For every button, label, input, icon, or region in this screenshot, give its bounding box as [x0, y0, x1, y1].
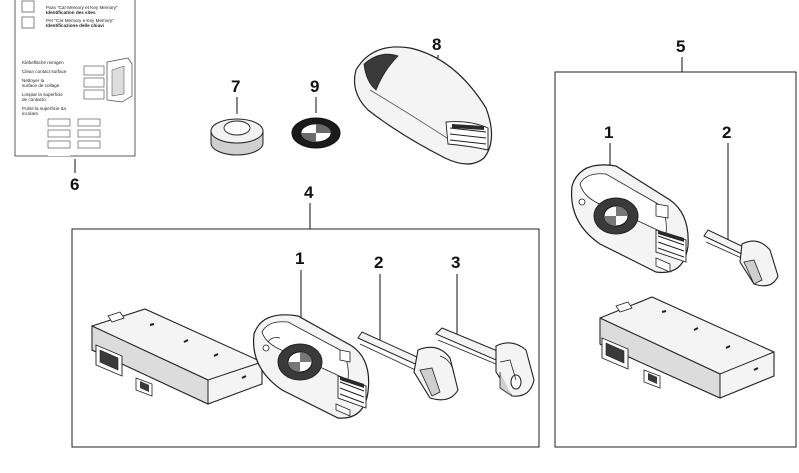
callout-8: 8	[432, 35, 441, 54]
callout-1-box4: 1	[295, 249, 304, 268]
key-fob-icon-box5	[570, 164, 689, 274]
coin-battery-icon	[210, 118, 264, 156]
instruction-manual: Para "Car Memory et Key Memory" Identifi…	[14, 0, 136, 157]
control-module-icon	[91, 308, 263, 405]
manual-clean-4: surface de collage	[22, 83, 60, 88]
callout-5: 5	[676, 37, 685, 56]
callout-3: 3	[451, 253, 460, 272]
mechanical-key-icon	[435, 327, 535, 397]
manual-module-sketch	[83, 57, 133, 103]
callout-1-box5: 1	[604, 123, 613, 142]
manual-line-3: Per "Car Memory e Key Memory"	[46, 18, 114, 23]
manual-label-grid	[47, 118, 101, 156]
manual-line-1: Para "Car Memory et Key Memory"	[46, 5, 118, 10]
manual-clean-8: incolare	[22, 111, 39, 116]
manual-clean-6: de contacto	[22, 97, 46, 102]
key-blade-icon	[357, 331, 459, 401]
manual-line-4: Identificazione delle chiavi	[46, 23, 104, 28]
callout-4: 4	[304, 183, 314, 202]
bmw-roundel-icon	[291, 117, 341, 149]
kit-box-5	[554, 71, 797, 448]
manual-clean-5: Limpiar la superficie	[22, 92, 63, 97]
callout-2-box5: 2	[722, 123, 731, 142]
key-fob-icon	[252, 314, 370, 419]
manual-clean-2: Clean contact surface	[22, 69, 67, 74]
manual-line-2: Identification des sites	[46, 10, 96, 15]
key-fob-shell-icon	[353, 46, 493, 165]
key-blade-icon-box5	[703, 229, 779, 287]
control-module-icon-box5	[599, 296, 775, 399]
manual-clean-1: Klebefläche reinigen	[22, 60, 64, 65]
kit-box-4	[71, 228, 540, 448]
callout-9: 9	[310, 77, 319, 96]
manual-clean-7: Pulire la superficie da	[22, 106, 66, 111]
callout-6: 6	[70, 175, 79, 194]
callout-7: 7	[231, 77, 240, 96]
manual-clean-3: Nettoyer la	[22, 78, 45, 83]
callout-2-box4: 2	[374, 253, 383, 272]
